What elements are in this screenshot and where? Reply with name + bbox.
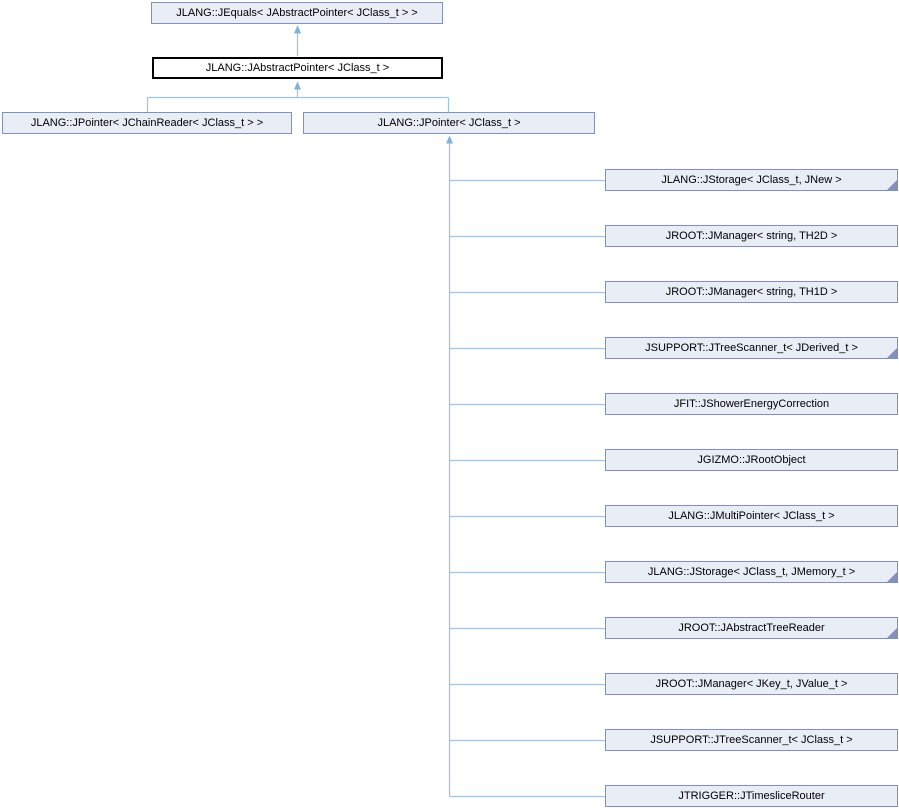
class-node-label: JSUPPORT::JTreeScanner_t< JClass_t >: [650, 734, 853, 746]
class-node-label: JLANG::JStorage< JClass_t, JMemory_t >: [647, 566, 856, 578]
class-node-jpointer-jchainreader[interactable]: JLANG::JPointer< JChainReader< JClass_t …: [2, 112, 292, 134]
truncation-corner-icon: [887, 628, 897, 638]
class-node-jabstracttreereader[interactable]: JROOT::JAbstractTreeReader: [605, 617, 898, 639]
truncation-corner-icon: [887, 180, 897, 190]
class-node-label: JLANG::JStorage< JClass_t, JNew >: [661, 174, 842, 186]
class-node-jtimeslicerouter[interactable]: JTRIGGER::JTimesliceRouter: [605, 785, 898, 807]
class-node-label: JTRIGGER::JTimesliceRouter: [678, 790, 825, 802]
edge-arrowheads: [294, 25, 453, 144]
truncation-corner-icon: [887, 572, 897, 582]
edge-lines: [146, 33, 605, 798]
class-node-jmanager-jkey-jvalue[interactable]: JROOT::JManager< JKey_t, JValue_t >: [605, 673, 898, 695]
class-node-jstorage-jmemory[interactable]: JLANG::JStorage< JClass_t, JMemory_t >: [605, 561, 898, 583]
class-node-jpointer[interactable]: JLANG::JPointer< JClass_t >: [303, 112, 595, 134]
class-node-jstorage-jnew[interactable]: JLANG::JStorage< JClass_t, JNew >: [605, 169, 898, 191]
class-node-jtreescanner-jderived[interactable]: JSUPPORT::JTreeScanner_t< JDerived_t >: [605, 337, 898, 359]
class-node-label: JSUPPORT::JTreeScanner_t< JDerived_t >: [645, 342, 858, 354]
class-node-jrootobject[interactable]: JGIZMO::JRootObject: [605, 449, 898, 471]
class-node-jshowerenergycorrection[interactable]: JFIT::JShowerEnergyCorrection: [605, 393, 898, 415]
class-node-jabstractpointer-current: JLANG::JAbstractPointer< JClass_t >: [152, 57, 443, 79]
class-node-jmultipointer[interactable]: JLANG::JMultiPointer< JClass_t >: [605, 505, 898, 527]
class-node-jequals[interactable]: JLANG::JEquals< JAbstractPointer< JClass…: [151, 2, 443, 24]
class-node-jtreescanner-jclass[interactable]: JSUPPORT::JTreeScanner_t< JClass_t >: [605, 729, 898, 751]
truncation-corner-icon: [887, 348, 897, 358]
class-node-label: JLANG::JMultiPointer< JClass_t >: [668, 510, 835, 522]
class-node-label: JROOT::JManager< JKey_t, JValue_t >: [655, 678, 848, 690]
class-node-label: JROOT::JAbstractTreeReader: [678, 622, 825, 634]
class-node-jmanager-string-th2d[interactable]: JROOT::JManager< string, TH2D >: [605, 225, 898, 247]
class-node-label: JROOT::JManager< string, TH2D >: [665, 230, 838, 242]
class-node-jmanager-string-th1d[interactable]: JROOT::JManager< string, TH1D >: [605, 281, 898, 303]
class-node-label: JROOT::JManager< string, TH1D >: [665, 286, 838, 298]
class-node-label: JFIT::JShowerEnergyCorrection: [673, 398, 830, 410]
class-node-label: JGIZMO::JRootObject: [697, 454, 806, 466]
